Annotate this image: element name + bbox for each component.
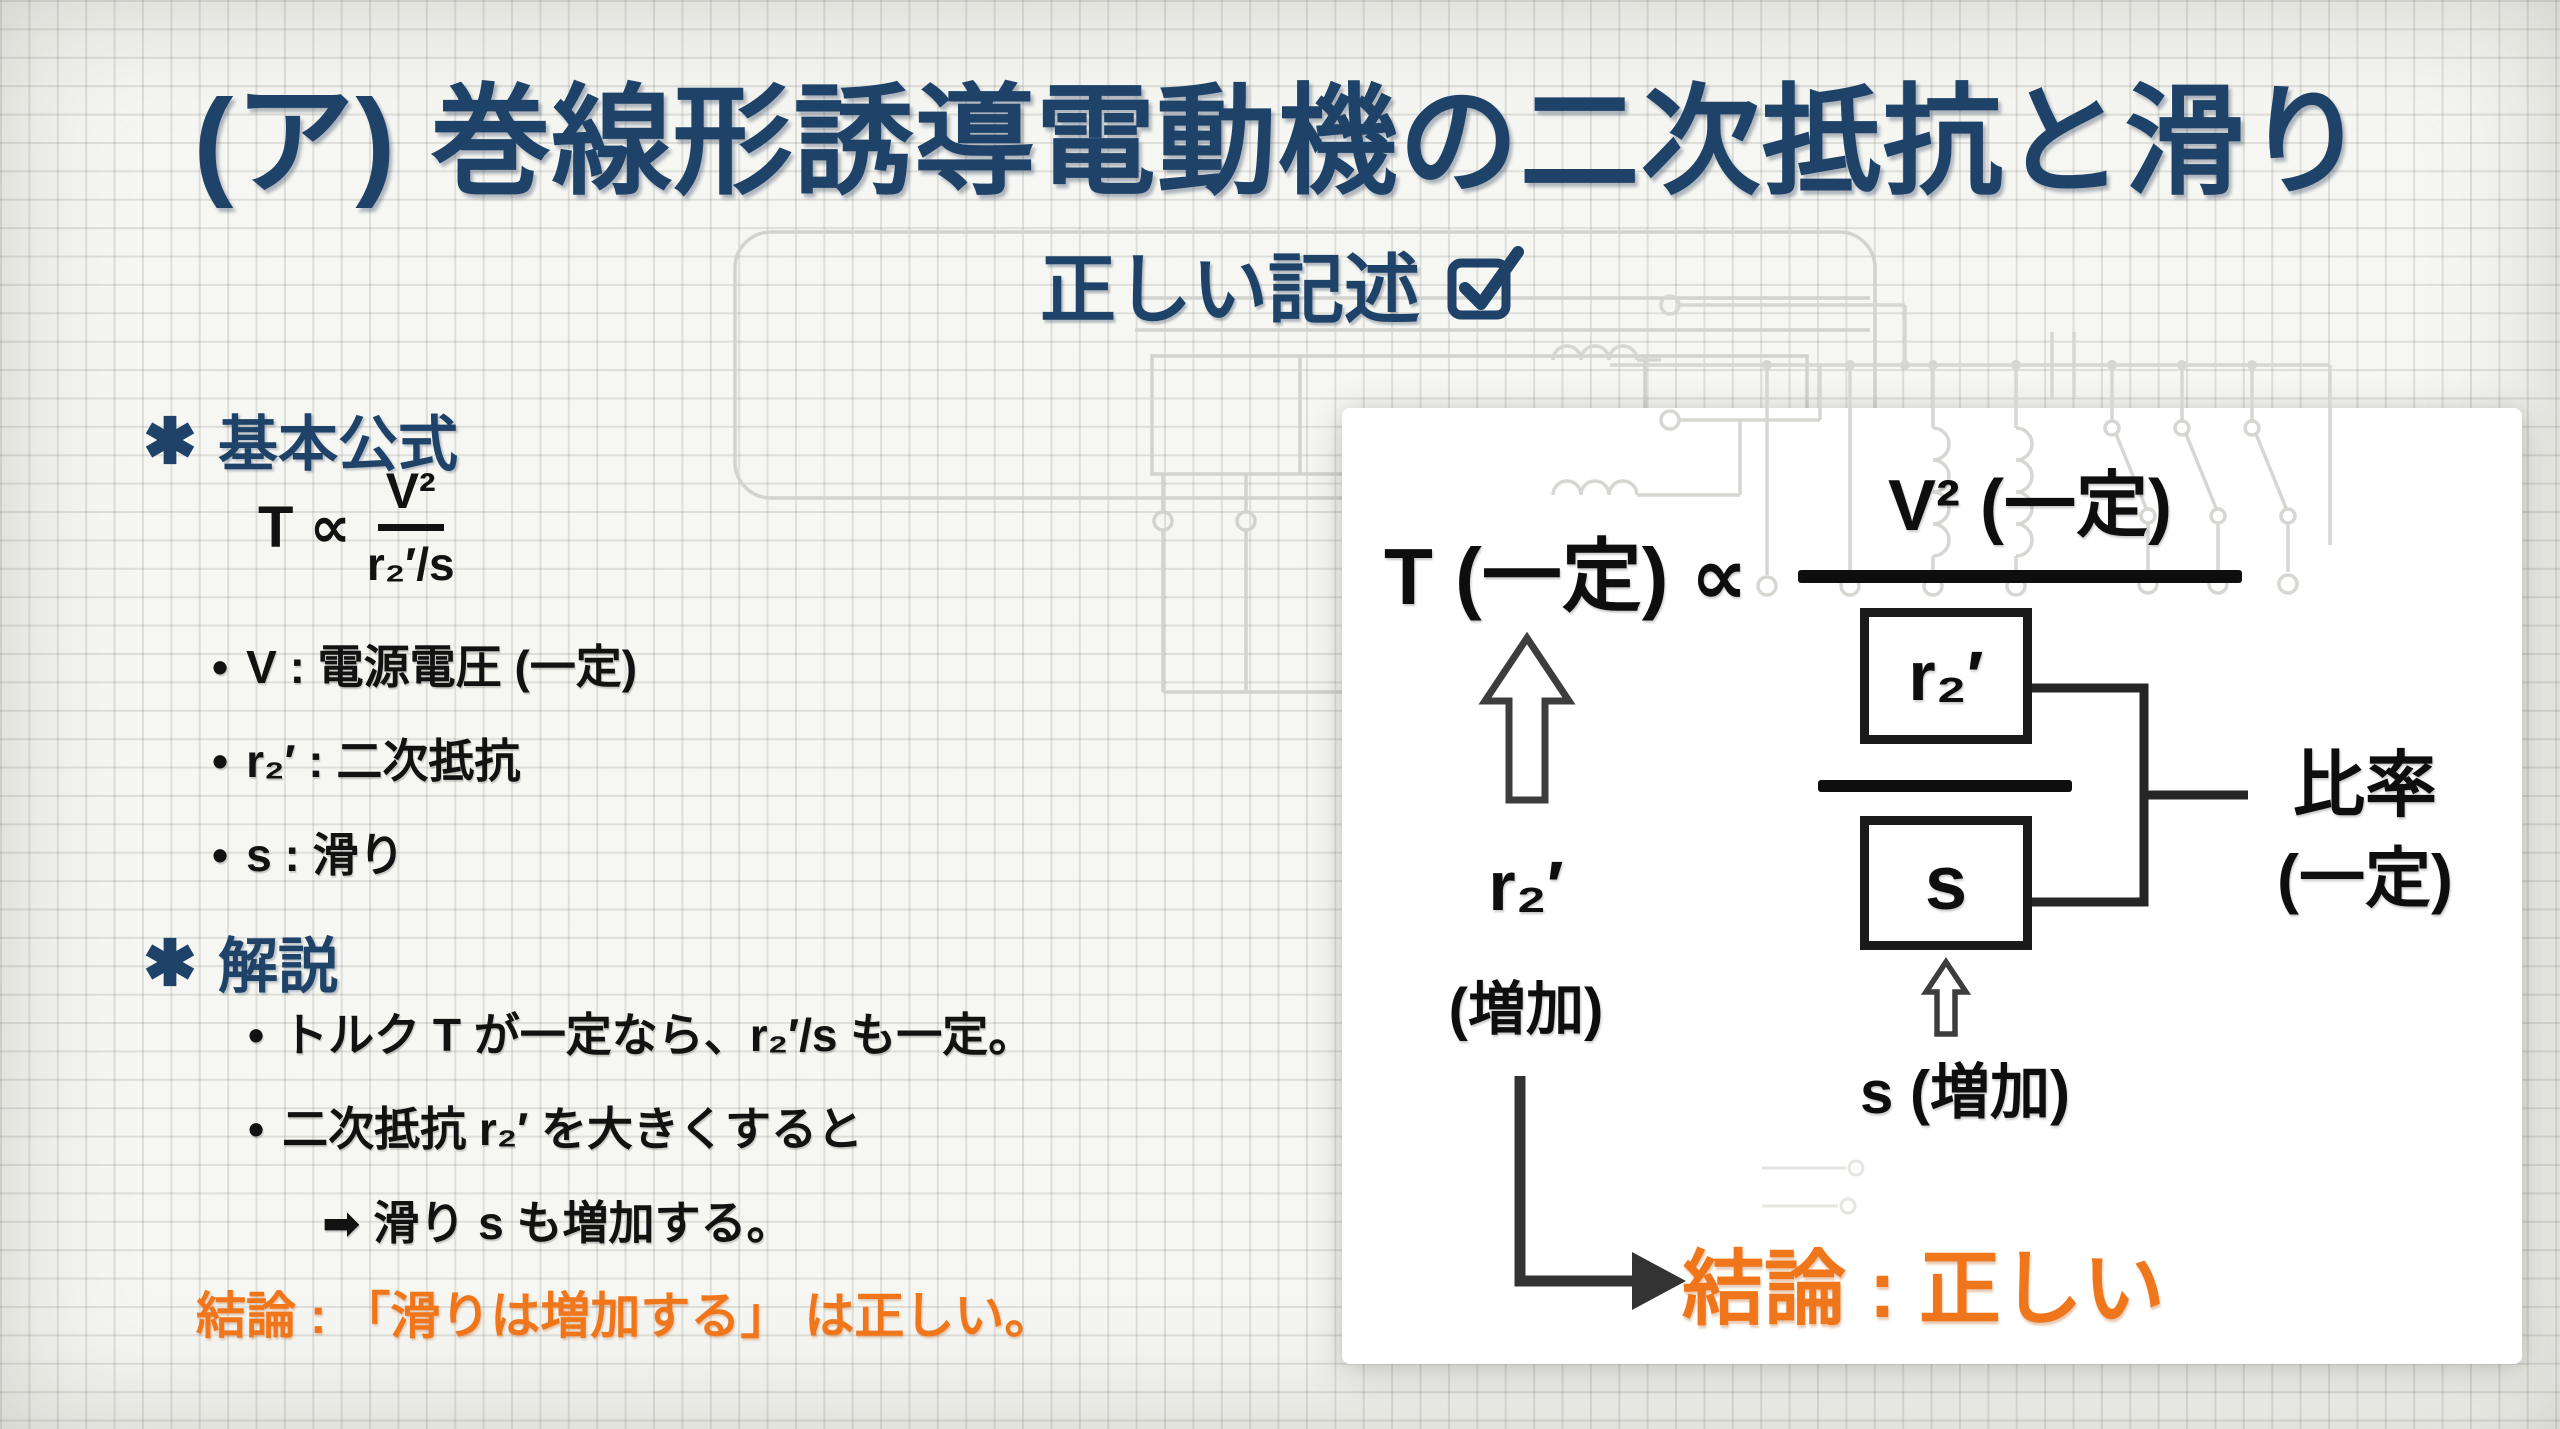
r2-increase-symbol: r₂′: [1488, 847, 1564, 925]
s-box-label: s: [1924, 840, 1968, 926]
section-heading-label: 基本公式: [218, 411, 458, 478]
asterisk-icon: [145, 415, 195, 464]
bullet-glyph: •: [212, 641, 229, 693]
s-increase-label: s (増加): [1860, 1059, 2070, 1126]
asterisk-icon: [145, 937, 195, 986]
explanation-result-line: ➡ 滑り s も増加する。: [322, 1197, 793, 1249]
formula-fraction: V² r₂′/s: [367, 462, 455, 591]
bullet-glyph: •: [212, 829, 229, 881]
s-box: s: [1860, 816, 2032, 950]
list-item: • V : 電源電圧 (一定): [212, 636, 637, 698]
explanation-list: • トルク T が一定なら、r₂′/s も一定。 • 二次抵抗 r₂′ を大きく…: [248, 1004, 1034, 1254]
inner-fraction-bar: [1818, 780, 2072, 792]
bullet-glyph: •: [248, 1103, 265, 1155]
page-title: (ア) 巻線形誘導電動機の二次抵抗と滑り: [193, 75, 2367, 209]
ratio-label-line1: 比率: [2292, 746, 2437, 826]
r2-increase-label: (増加): [1448, 977, 1604, 1042]
definition-list: • V : 電源電圧 (一定) • r₂′ : 二次抵抗 • s : 滑り: [212, 636, 637, 918]
explanation-text: トルク T が一定なら、r₂′/s も一定。: [282, 1009, 1035, 1061]
r2-box: r₂′: [1860, 608, 2032, 744]
bullet-glyph: •: [212, 735, 229, 787]
diagram-conclusion-text: 結論 : 正しい: [1682, 1244, 2165, 1335]
list-item: • s : 滑り: [212, 824, 637, 886]
diagram-lhs: T (一定) ∝: [1384, 532, 1748, 621]
list-item: • 二次抵抗 r₂′ を大きくすると: [248, 1098, 1034, 1160]
section-heading-explanation: 解説: [142, 918, 338, 1005]
torque-up-arrow-icon: [1478, 631, 1576, 804]
section-heading-label: 解説: [218, 933, 338, 1000]
ratio-bracket: [2032, 683, 2248, 907]
section-heading-basic-formula: 基本公式: [142, 396, 458, 483]
torque-formula: T ∝ V² r₂′/s: [258, 462, 455, 591]
ratio-label: 比率 (一定): [2200, 740, 2530, 924]
formula-numerator: V²: [377, 462, 444, 531]
formula-denominator: r₂′/s: [366, 538, 455, 590]
bullet-glyph: •: [248, 1009, 265, 1061]
ratio-label-line2: (一定): [2277, 841, 2453, 915]
formula-lhs: T ∝: [258, 494, 351, 560]
r2-box-label: r₂′: [1908, 637, 1984, 715]
definition-text: r₂′ : 二次抵抗: [246, 735, 521, 787]
explanation-text: 二次抵抗 r₂′ を大きくすると: [282, 1103, 864, 1155]
definition-text: s : 滑り: [246, 829, 405, 881]
slip-up-arrow-icon: [1920, 957, 1972, 1037]
definition-text: V : 電源電圧 (一定): [246, 641, 638, 693]
list-item: • トルク T が一定なら、r₂′/s も一定。: [248, 1004, 1034, 1066]
left-conclusion-text: 結論 : 「滑りは増加する」 は正しい。: [196, 1288, 1055, 1344]
conclusion-elbow-arrow-icon: [1514, 1076, 1686, 1310]
list-item: • r₂′ : 二次抵抗: [212, 730, 637, 792]
